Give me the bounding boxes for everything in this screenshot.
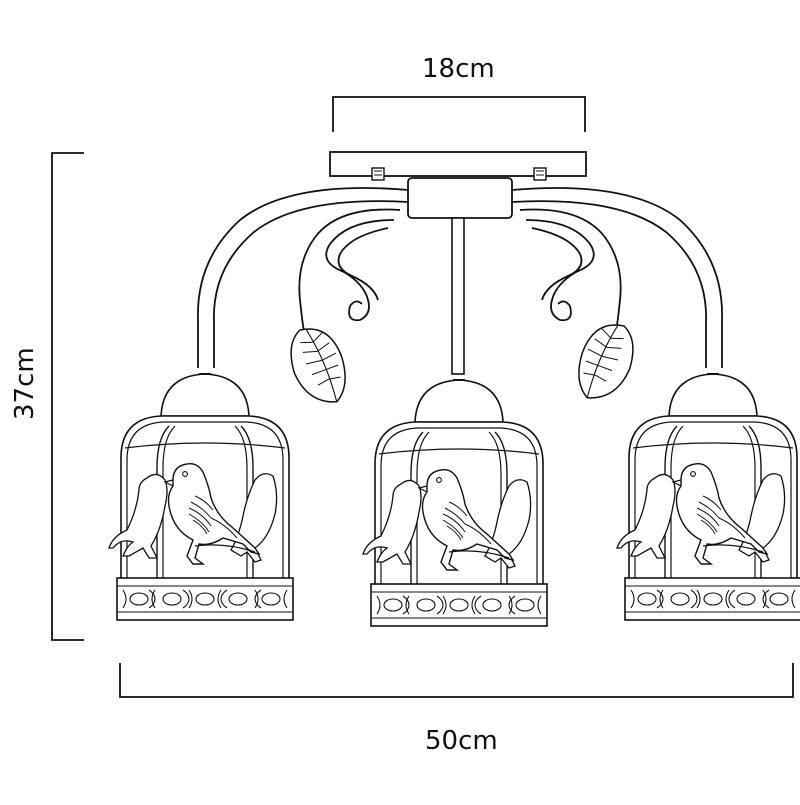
left-shade	[108, 373, 294, 621]
right-shade	[616, 373, 800, 621]
total-height-label: 37cm	[10, 347, 40, 420]
leaf-right	[567, 314, 644, 409]
dim-top-bracket	[332, 96, 586, 132]
dim-left-bracket	[51, 152, 84, 641]
canopy-width-label: 18cm	[422, 54, 495, 84]
total-width-label: 50cm	[425, 726, 498, 756]
leaf-left	[280, 318, 357, 413]
arms	[197, 187, 723, 368]
center-shade	[362, 379, 548, 627]
ceiling-canopy	[329, 151, 587, 375]
dim-bottom-bracket	[119, 663, 794, 698]
